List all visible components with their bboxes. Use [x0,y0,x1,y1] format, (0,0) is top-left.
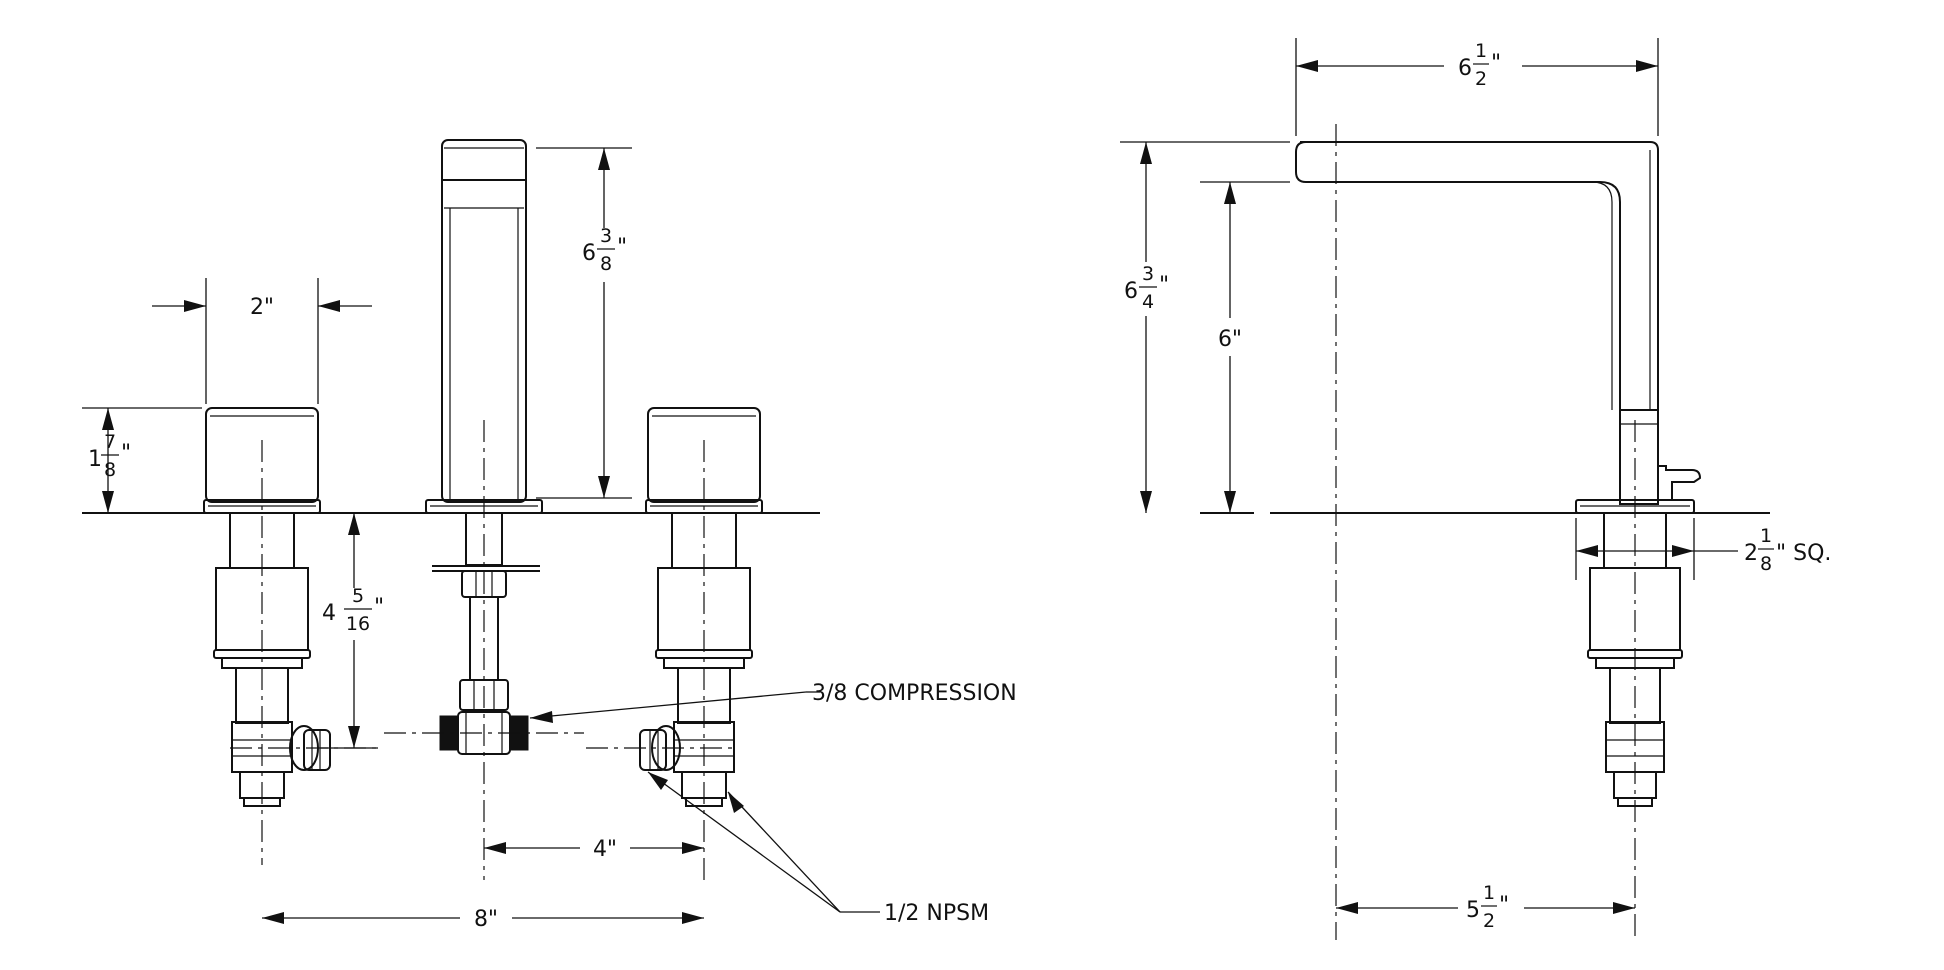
outlet-reach-whole: 5 [1466,898,1480,923]
dim-handle-width: 2" [152,278,372,404]
below-deck-den: 16 [346,613,370,635]
dim-handle-height: 1 7 8 " [82,407,202,513]
overall-height-unit: " [1159,273,1169,298]
overall-spread-label: 8" [474,907,498,932]
npsm-label: 1/2 NPSM [884,901,989,926]
dim-outlet-reach: 5 1 2 " [1336,882,1635,932]
overall-height-den: 4 [1142,291,1154,313]
center-to-center-label: 4" [593,837,617,862]
dim-overall-spread: 8" [262,907,704,932]
dim-center-to-center: 4" [484,837,704,862]
left-handle [203,407,331,807]
side-view: 6 1 2 " 6 3 4 " 6" [1120,38,1831,940]
base-square-unit: " SQ. [1776,541,1831,566]
compression-label: 3/8 COMPRESSION [812,681,1017,706]
spout-reach-den: 2 [1475,68,1487,90]
handle-width-label: 2" [250,295,274,320]
base-square-whole: 2 [1744,541,1758,566]
below-deck-whole: 4 [322,601,336,626]
below-deck-unit: " [374,595,384,620]
callout-npsm: 1/2 NPSM [647,771,989,926]
spout-height-num: 3 [600,225,612,247]
handle-height-unit: " [121,441,131,466]
spout-reach-num: 1 [1475,40,1487,62]
base-square-den: 8 [1760,553,1772,575]
spout-reach-whole: 6 [1458,56,1472,81]
outlet-reach-unit: " [1499,893,1509,918]
dim-overall-height: 6 3 4 " [1120,141,1290,513]
centerlines-side [1335,124,1636,940]
right-handle [639,407,763,807]
overall-height-num: 3 [1142,263,1154,285]
dim-base-square: 2 1 8 " SQ. [1575,518,1831,580]
front-view: 2" 1 7 8 " 6 3 8 " [82,139,1017,932]
side-spout [1295,141,1702,807]
handle-height-den: 8 [104,459,116,481]
callout-compression: 3/8 COMPRESSION [529,681,1017,723]
handle-height-num: 7 [104,431,116,453]
spout-height-whole: 6 [582,241,596,266]
dim-spout-height: 6 3 8 " [536,147,632,499]
outlet-reach-num: 1 [1483,882,1495,904]
overall-height-whole: 6 [1124,279,1138,304]
spout-height-den: 8 [600,253,612,275]
base-square-num: 1 [1760,525,1772,547]
below-deck-num: 5 [352,585,364,607]
spout-height-unit: " [617,235,627,260]
handle-height-whole: 1 [88,447,102,472]
outlet-reach-den: 2 [1483,910,1495,932]
spout-reach-unit: " [1491,51,1501,76]
dim-below-deck: 4 5 16 " [320,513,384,749]
dim-spout-clearance: 6" [1200,181,1290,513]
spout-clearance-label: 6" [1218,327,1242,352]
dim-spout-reach: 6 1 2 " [1295,38,1659,136]
